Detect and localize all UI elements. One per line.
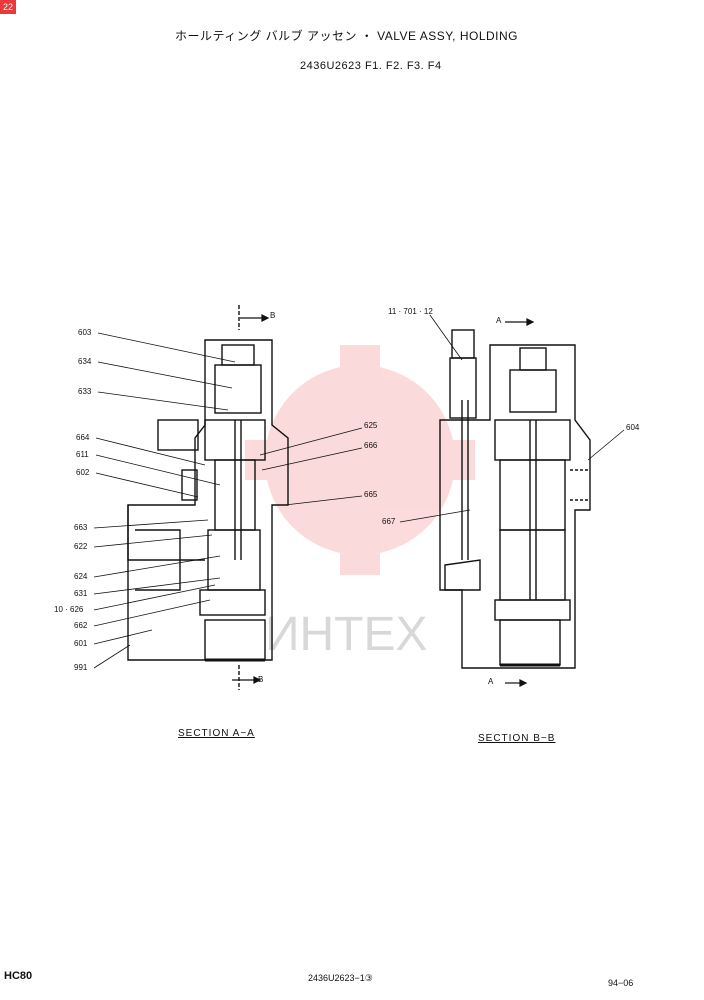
label-666: 666 (364, 441, 378, 450)
label-633: 633 (78, 387, 92, 396)
label-701: 11 · 701 · 12 (388, 307, 433, 316)
section-aa-caption: SECTION A−A (178, 728, 255, 739)
cut-label-b-bottom: B (258, 675, 264, 684)
label-665: 665 (364, 490, 378, 499)
label-634: 634 (78, 357, 92, 366)
label-667: 667 (382, 517, 396, 526)
section-aa-drawing (127, 305, 289, 690)
label-631: 631 (74, 589, 88, 598)
label-611: 611 (76, 450, 89, 459)
part-codes: 2436U2623 F1. F2. F3. F4 (300, 60, 442, 72)
footer-page-code: 2436U2623−1③ (308, 973, 373, 983)
cut-arrows (232, 314, 535, 687)
cut-label-b-top: B (270, 311, 276, 320)
footer-date: 94−06 (608, 978, 634, 988)
section-bb-caption: SECTION B−B (478, 733, 556, 744)
label-664: 664 (76, 433, 90, 442)
corner-badge: 22 (0, 0, 16, 14)
label-625: 625 (364, 421, 378, 430)
section-bb-drawing (439, 329, 591, 669)
label-624: 624 (74, 572, 88, 581)
cut-label-a-bottom: A (488, 677, 494, 686)
cut-label-a-top: A (496, 316, 502, 325)
label-622: 622 (74, 542, 88, 551)
label-662: 662 (74, 621, 88, 630)
footer-model: HC80 (4, 970, 33, 982)
watermark-text: ИНТЕХ (265, 608, 428, 661)
label-626: 10 · 626 (54, 605, 84, 614)
label-663: 663 (74, 523, 88, 532)
leader-lines (93, 314, 625, 669)
label-991: 991 (74, 663, 88, 672)
label-603: 603 (78, 328, 92, 337)
label-602: 602 (76, 468, 90, 477)
page-title: ホールティング バルブ アッセン ・ VALVE ASSY, HOLDING (175, 29, 519, 43)
label-604: 604 (626, 423, 640, 432)
label-601: 601 (74, 639, 88, 648)
